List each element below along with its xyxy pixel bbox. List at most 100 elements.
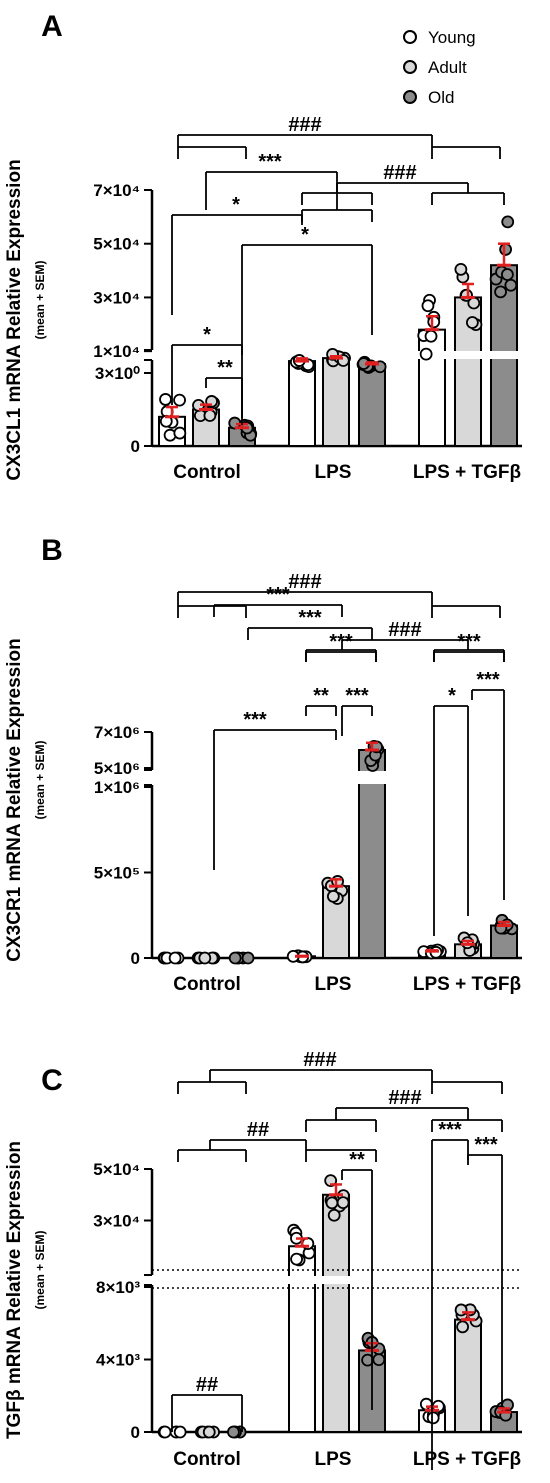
significance-label: *: [203, 324, 211, 346]
significance-bracket: ###: [305, 1087, 503, 1132]
significance-bracket: *: [171, 324, 243, 405]
bar-break-gap: [287, 1276, 317, 1284]
bar-young: [418, 328, 446, 447]
y-tick-label: 5×10⁴: [93, 235, 140, 254]
data-point: [499, 243, 513, 256]
x-category-label: Control: [173, 974, 241, 995]
legend-marker-adult: [403, 60, 417, 74]
data-point: [290, 1252, 303, 1266]
y-tick-label: 1×10⁴: [93, 342, 140, 361]
legend: Young Adult Old: [403, 28, 476, 107]
significance-bracket: *: [171, 194, 303, 315]
data-point: [159, 393, 172, 406]
panel-letter: C: [41, 1064, 63, 1097]
significance-label: **: [349, 1149, 365, 1171]
bar-break-gap: [453, 351, 483, 359]
data-point: [494, 285, 507, 299]
y-tick-label: 5×10⁵: [94, 864, 140, 883]
data-point: [325, 1196, 339, 1210]
data-point: [372, 1353, 386, 1367]
x-category-label: LPS: [315, 462, 352, 483]
data-point: [202, 1425, 216, 1439]
significance-bracket: ***: [305, 631, 377, 662]
significance-label: ***: [243, 709, 267, 731]
data-point: [361, 1353, 375, 1367]
y-tick-label: 7×10⁶: [94, 723, 140, 742]
data-point: [336, 1196, 350, 1210]
significance-label: *: [301, 224, 309, 246]
significance-bracket: ###: [177, 1049, 503, 1094]
significance-label: ###: [388, 1087, 421, 1109]
y-tick-label: 8×10³: [96, 1278, 140, 1297]
bar-old: [358, 749, 386, 959]
x-category-label: Control: [173, 1449, 241, 1470]
significance-bracket: **: [205, 357, 243, 418]
y-axis-label: CX3CR1 mRNA Relative Expression: [4, 638, 25, 961]
significance-label: ***: [476, 669, 500, 691]
significance-bracket: ***: [471, 669, 505, 900]
significance-label: ###: [388, 619, 421, 641]
significance-bracket: ###: [301, 162, 505, 205]
y-tick-label: 4×10³: [96, 1351, 140, 1370]
legend-label-old: Old: [428, 88, 454, 107]
x-category-label: LPS: [315, 974, 352, 995]
data-point: [456, 1320, 469, 1334]
bar-break-gap: [321, 1276, 351, 1284]
significance-label: ***: [438, 1119, 462, 1141]
x-category-label: LPS: [315, 1449, 352, 1470]
data-point: [454, 1303, 468, 1317]
bar-young: [288, 360, 316, 447]
data-point: [504, 278, 518, 292]
data-point: [198, 951, 212, 965]
significance-bracket: *: [433, 685, 469, 936]
significance-bracket: ***: [213, 709, 337, 870]
significance-bracket: ***: [431, 1119, 469, 1470]
significance-bracket: ###: [177, 571, 501, 618]
y-tick-label: 3×10⁴: [93, 1212, 140, 1231]
y-tick-label: 1×10⁶: [94, 778, 140, 797]
panel-a: A CX3CL1 mRNA Relative Expression (mean + …: [4, 10, 522, 483]
y-tick-label: 5×10⁶: [94, 759, 140, 778]
significance-label: ##: [196, 1374, 218, 1396]
significance-bracket: ##: [177, 1119, 377, 1162]
significance-bracket: ***: [213, 584, 343, 617]
significance-bracket: ##: [171, 1374, 243, 1432]
data-point: [241, 951, 255, 965]
significance-label: ***: [474, 1134, 498, 1156]
y-axis-label: CX3CL1 mRNA Relative Expression: [4, 159, 25, 480]
significance-bracket: ***: [467, 1134, 503, 1405]
y-tick-label: 3×10⁰: [95, 364, 140, 383]
data-point: [227, 1425, 240, 1439]
significance-label: ***: [298, 607, 322, 629]
data-point: [421, 299, 435, 313]
data-point: [203, 409, 217, 422]
y-axis-label: TGFβ mRNA Relative Expression: [4, 1141, 25, 1439]
x-category-label: LPS + TGFβ: [413, 974, 521, 995]
legend-label-adult: Adult: [428, 58, 467, 77]
panel-letter: B: [41, 534, 63, 567]
significance-bracket: ***: [341, 685, 373, 736]
bar-adult: [454, 1318, 482, 1433]
significance-label: ***: [258, 151, 282, 173]
panel-letter: A: [41, 10, 63, 43]
y-axis-sublabel: (mean + SEM): [33, 260, 47, 339]
y-tick-label: 0: [131, 949, 140, 968]
x-category-label: LPS + TGFβ: [413, 462, 521, 483]
significance-bracket: **: [305, 685, 337, 716]
legend-marker-old: [403, 90, 417, 104]
panels: A CX3CL1 mRNA Relative Expression (mean + …: [4, 10, 522, 1470]
y-tick-label: 0: [131, 437, 140, 456]
y-tick-label: 0: [131, 1423, 140, 1442]
significance-bracket: ***: [433, 631, 505, 662]
data-point: [326, 889, 340, 903]
data-point: [228, 951, 242, 965]
data-point: [327, 1208, 341, 1222]
data-point: [158, 1425, 172, 1439]
data-point: [426, 1411, 440, 1425]
data-point: [424, 329, 438, 343]
data-point: [465, 316, 479, 329]
y-tick-label: 7×10⁴: [93, 181, 140, 200]
significance-bracket: ***: [247, 607, 373, 640]
significance-label: ###: [288, 114, 321, 136]
